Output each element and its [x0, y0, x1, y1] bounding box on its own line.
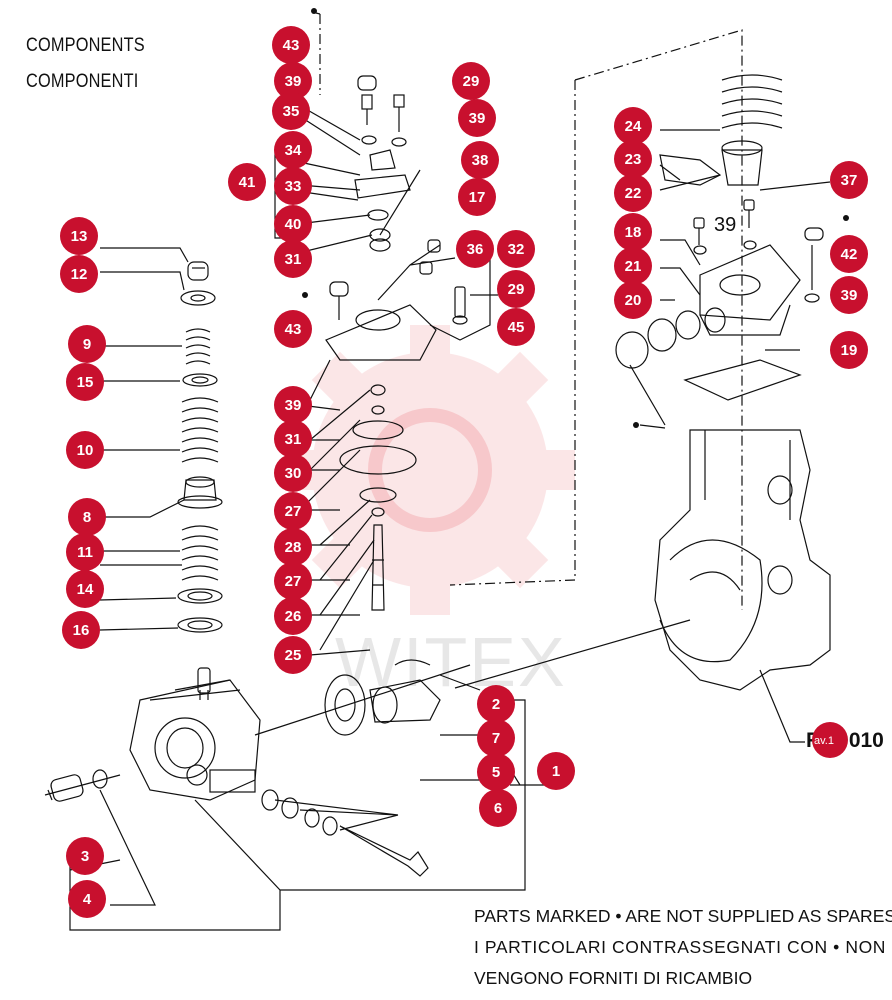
figure-ref-badge	[812, 722, 848, 758]
spring-stack	[177, 261, 223, 633]
title-english: COMPONENTS	[26, 35, 145, 56]
figure-ref-suffix: 010	[848, 729, 884, 752]
callout-1: 1	[537, 752, 575, 790]
callout-4: 4	[68, 880, 106, 918]
callout-14: 14	[66, 570, 104, 608]
callout-2: 2	[477, 685, 515, 723]
callout-33: 33	[274, 167, 312, 205]
callout-26: 26	[274, 597, 312, 635]
callout-43: 43	[274, 310, 312, 348]
callout-28: 28	[274, 528, 312, 566]
footnote-line-1: PARTS MARKED • ARE NOT SUPPLIED AS SPARE…	[474, 906, 892, 926]
callout-16: 16	[62, 611, 100, 649]
watermark-text: WITEX	[335, 623, 567, 701]
callout-40: 40	[274, 205, 312, 243]
callout-11: 11	[66, 533, 104, 571]
footnote-line-3: VENGONO FORNITI DI RICAMBIO	[474, 968, 753, 988]
callout-31: 31	[274, 420, 312, 458]
callout-24: 24	[614, 107, 652, 145]
bullet-marker	[311, 8, 317, 14]
callout-6: 6	[479, 789, 517, 827]
callout-39: 39	[458, 99, 496, 137]
callout-43: 43	[272, 26, 310, 64]
callout-3: 3	[66, 837, 104, 875]
callout-30: 30	[274, 454, 312, 492]
callout-39: 39	[274, 386, 312, 424]
screw-set	[261, 789, 429, 877]
callout-8: 8	[68, 498, 106, 536]
callout-27: 27	[274, 562, 312, 600]
callout-7: 7	[477, 719, 515, 757]
callout-20: 20	[614, 281, 652, 319]
callout-25: 25	[274, 636, 312, 674]
title-italian: COMPONENTI	[26, 71, 139, 92]
bullet-marker	[302, 292, 308, 298]
callout-22: 22	[614, 174, 652, 212]
callout-37: 37	[830, 161, 868, 199]
callout-35: 35	[272, 92, 310, 130]
bullet-marker	[843, 215, 849, 221]
callout-31: 31	[274, 240, 312, 278]
callout-32: 32	[497, 230, 535, 268]
bullet-marker	[633, 422, 639, 428]
crankcase-housing	[454, 429, 831, 743]
figure-ref-mid: av.1	[814, 735, 834, 747]
callout-17: 17	[458, 178, 496, 216]
callout-13: 13	[60, 217, 98, 255]
callout-19: 19	[830, 331, 868, 369]
callout-38: 38	[461, 141, 499, 179]
pump-body	[44, 664, 471, 802]
callout-9: 9	[68, 325, 106, 363]
callout-5: 5	[477, 753, 515, 791]
coupling-parts	[324, 659, 481, 736]
callout-29: 29	[497, 270, 535, 308]
callout-29: 29	[452, 62, 490, 100]
callout-12: 12	[60, 255, 98, 293]
callout-15: 15	[66, 363, 104, 401]
callout-21: 21	[614, 247, 652, 285]
callout-41: 41	[228, 163, 266, 201]
plain-label-39: 39	[714, 214, 737, 236]
callout-36: 36	[456, 230, 494, 268]
callout-39: 39	[830, 276, 868, 314]
callout-42: 42	[830, 235, 868, 273]
callout-18: 18	[614, 213, 652, 251]
diaphragm-assembly	[299, 239, 498, 656]
callout-10: 10	[66, 431, 104, 469]
callout-23: 23	[614, 140, 652, 178]
footnote-line-2: I PARTICOLARI CONTRASSEGNATI CON • NON	[474, 937, 887, 957]
callout-27: 27	[274, 492, 312, 530]
callout-45: 45	[497, 308, 535, 346]
right-upper-parts	[615, 74, 831, 429]
callout-34: 34	[274, 131, 312, 169]
